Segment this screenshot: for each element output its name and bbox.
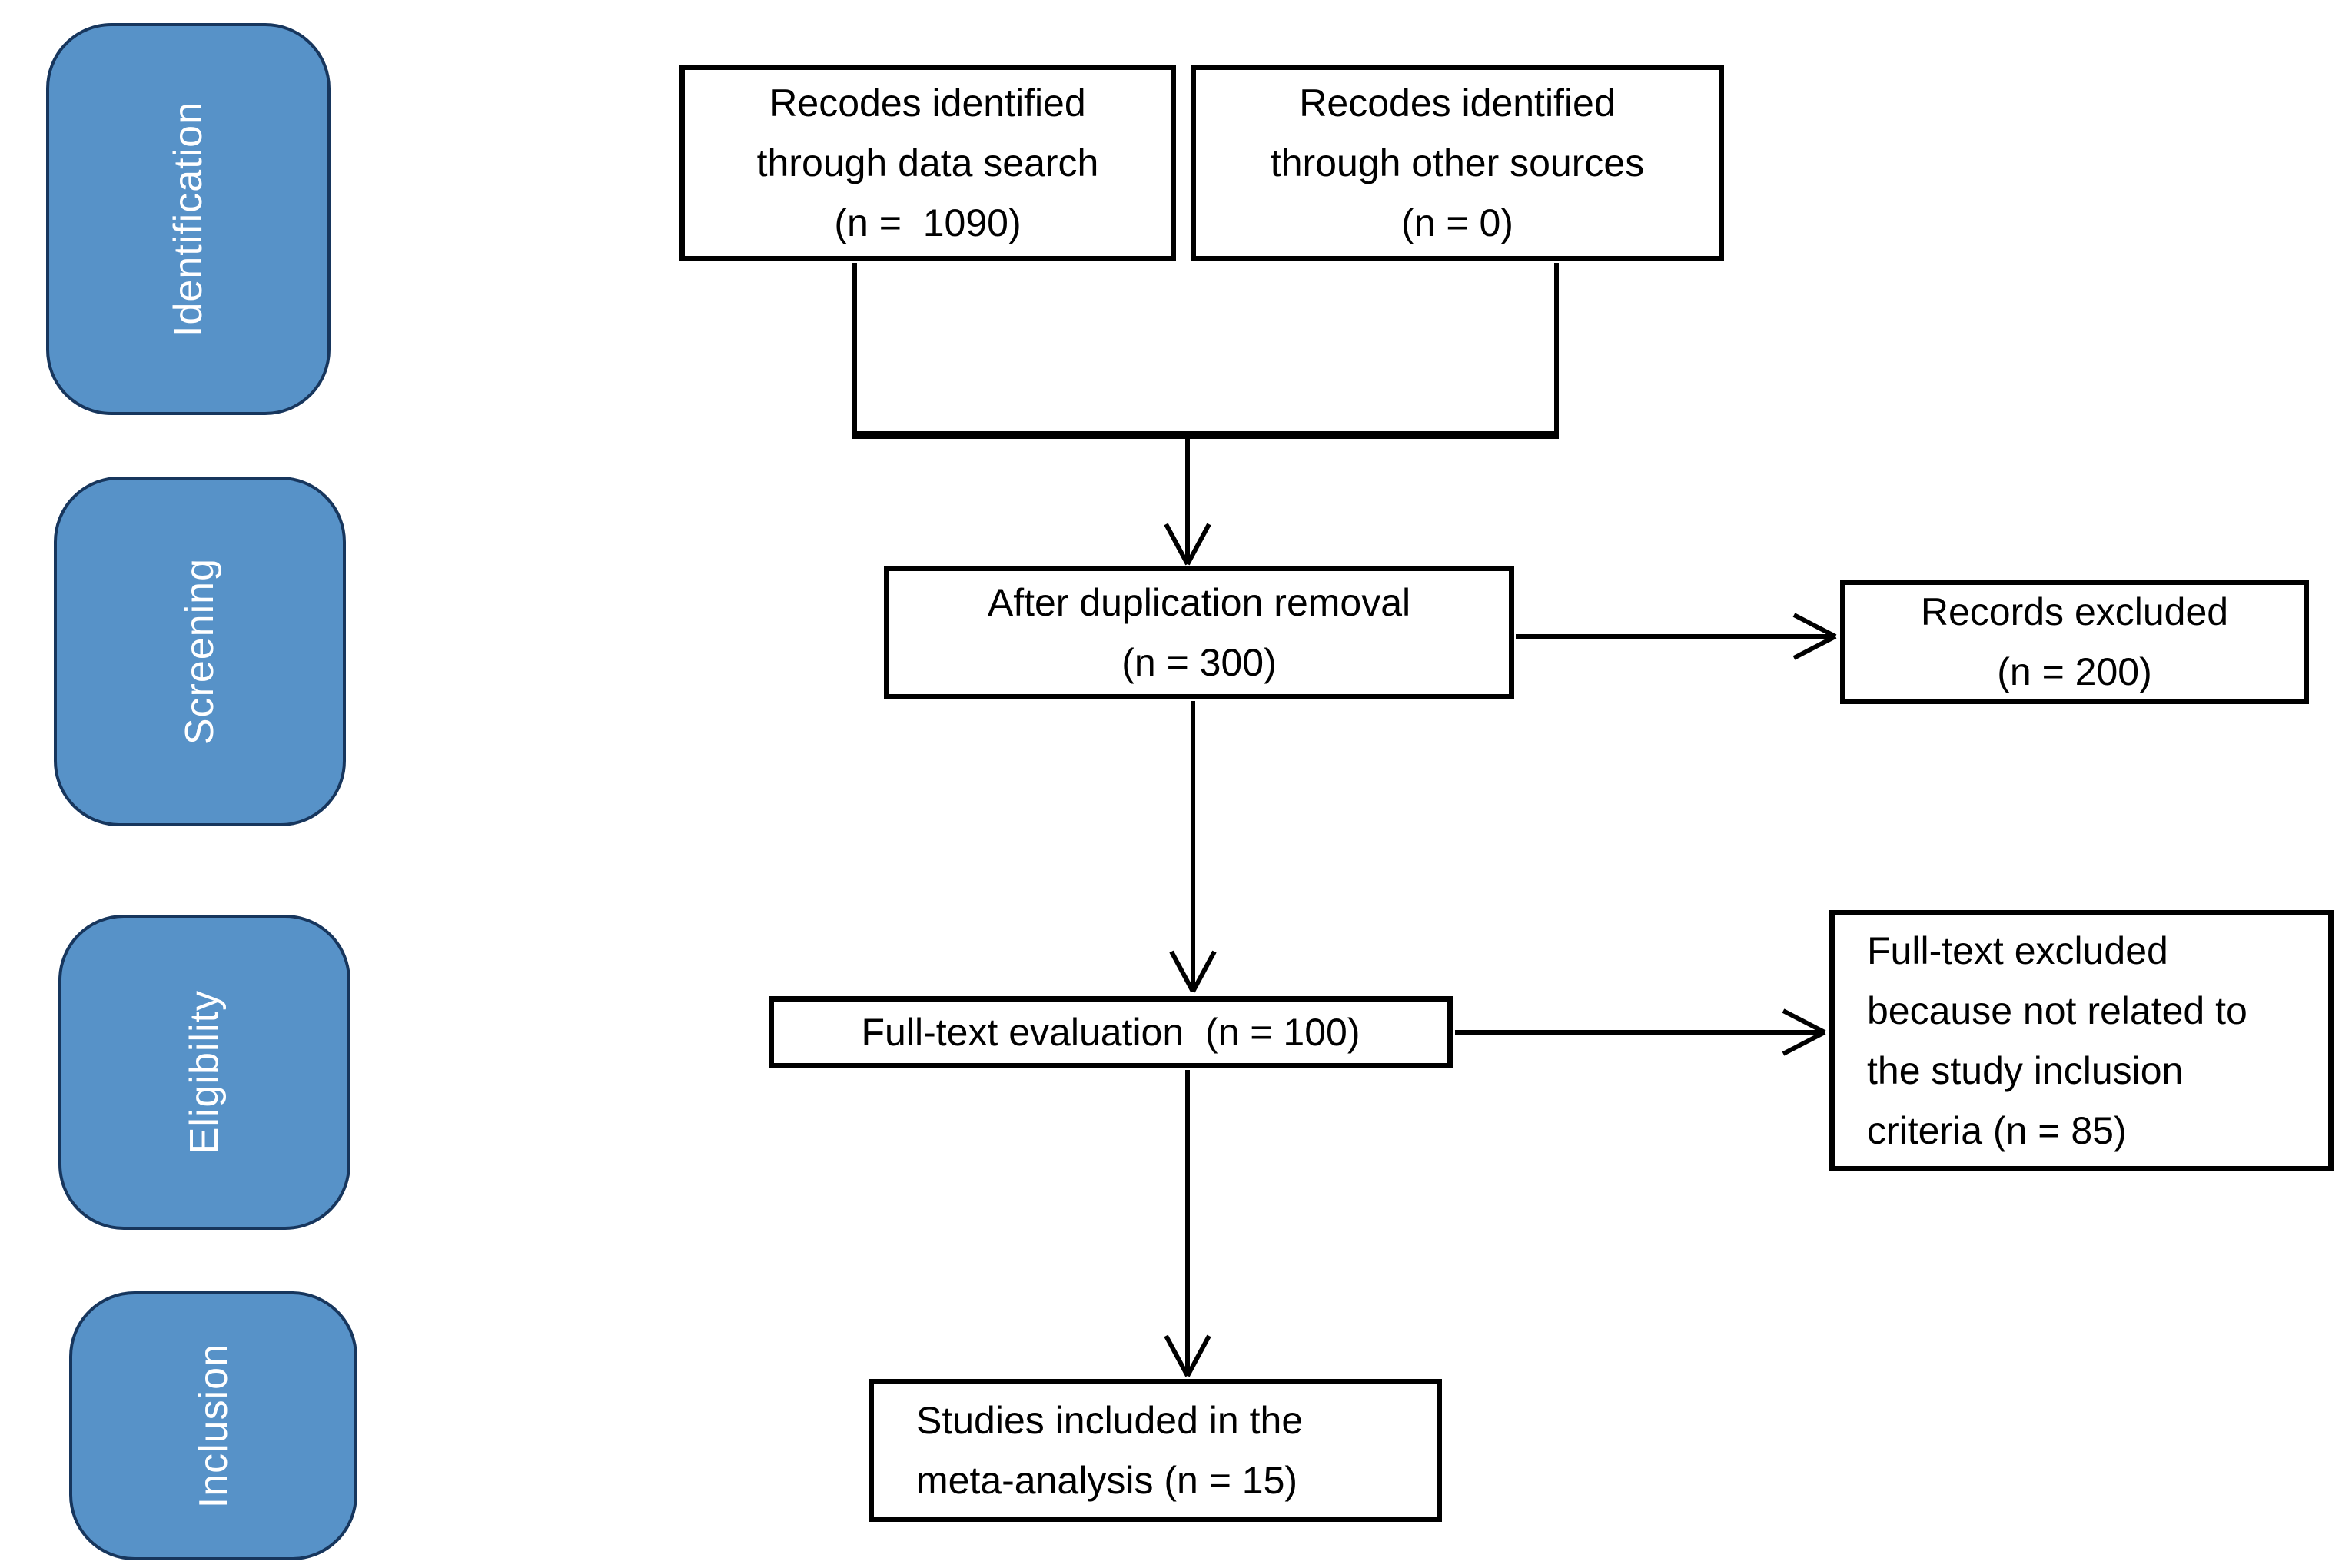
stage-inclusion-label: Inclusion: [191, 1343, 236, 1509]
box-records-excluded: Records excluded (n = 200): [1840, 580, 2309, 704]
arrow-merge-to-dedup: [1164, 435, 1211, 566]
box-line: through other sources: [1270, 141, 1645, 184]
box-records-identified-search: Recodes identified through data search (…: [679, 65, 1176, 261]
box-line: Full-text excluded: [1867, 929, 2168, 972]
box-line: (n = 200): [1997, 650, 2152, 693]
box-line: the study inclusion: [1867, 1049, 2184, 1092]
arrow-fulltext-to-excluded: [1455, 1008, 1826, 1056]
box-line: (n = 0): [1401, 201, 1513, 244]
stage-screening-label: Screening: [178, 557, 222, 746]
box-line: Recodes identified: [769, 81, 1086, 125]
box-line: (n = 1090): [834, 201, 1022, 244]
arrow-fulltext-to-included: [1164, 1070, 1211, 1377]
stage-eligibility-label: Eligibility: [182, 990, 227, 1154]
arrow-dedup-to-fulltext: [1169, 701, 1217, 993]
box-fulltext-evaluation: Full-text evaluation (n = 100): [769, 996, 1453, 1068]
arrow-dedup-to-records-excluded: [1516, 613, 1837, 660]
stage-inclusion: Inclusion: [69, 1291, 357, 1560]
box-records-identified-other-sources: Recodes identified through other sources…: [1191, 65, 1724, 261]
stage-identification-label: Identification: [166, 101, 211, 337]
box-line: Full-text evaluation (n = 100): [861, 1011, 1360, 1054]
box-after-duplication-removal: After duplication removal (n = 300): [884, 566, 1514, 699]
box-line: criteria (n = 85): [1867, 1109, 2127, 1152]
box-line: Studies included in the: [916, 1399, 1304, 1442]
box-line: meta-analysis (n = 15): [916, 1459, 1298, 1502]
box-line: Records excluded: [1920, 590, 2229, 633]
stage-eligibility: Eligibility: [58, 915, 350, 1230]
stage-identification: Identification: [46, 23, 331, 415]
box-line: After duplication removal: [987, 581, 1411, 624]
box-line: Recodes identified: [1299, 81, 1616, 125]
box-line: through data search: [756, 141, 1099, 184]
box-line: because not related to: [1867, 989, 2247, 1032]
box-studies-included-meta-analysis: Studies included in the meta-analysis (n…: [869, 1379, 1442, 1522]
stage-screening: Screening: [54, 477, 346, 826]
box-line: (n = 300): [1121, 641, 1277, 684]
box-fulltext-excluded: Full-text excluded because not related t…: [1829, 910, 2334, 1171]
